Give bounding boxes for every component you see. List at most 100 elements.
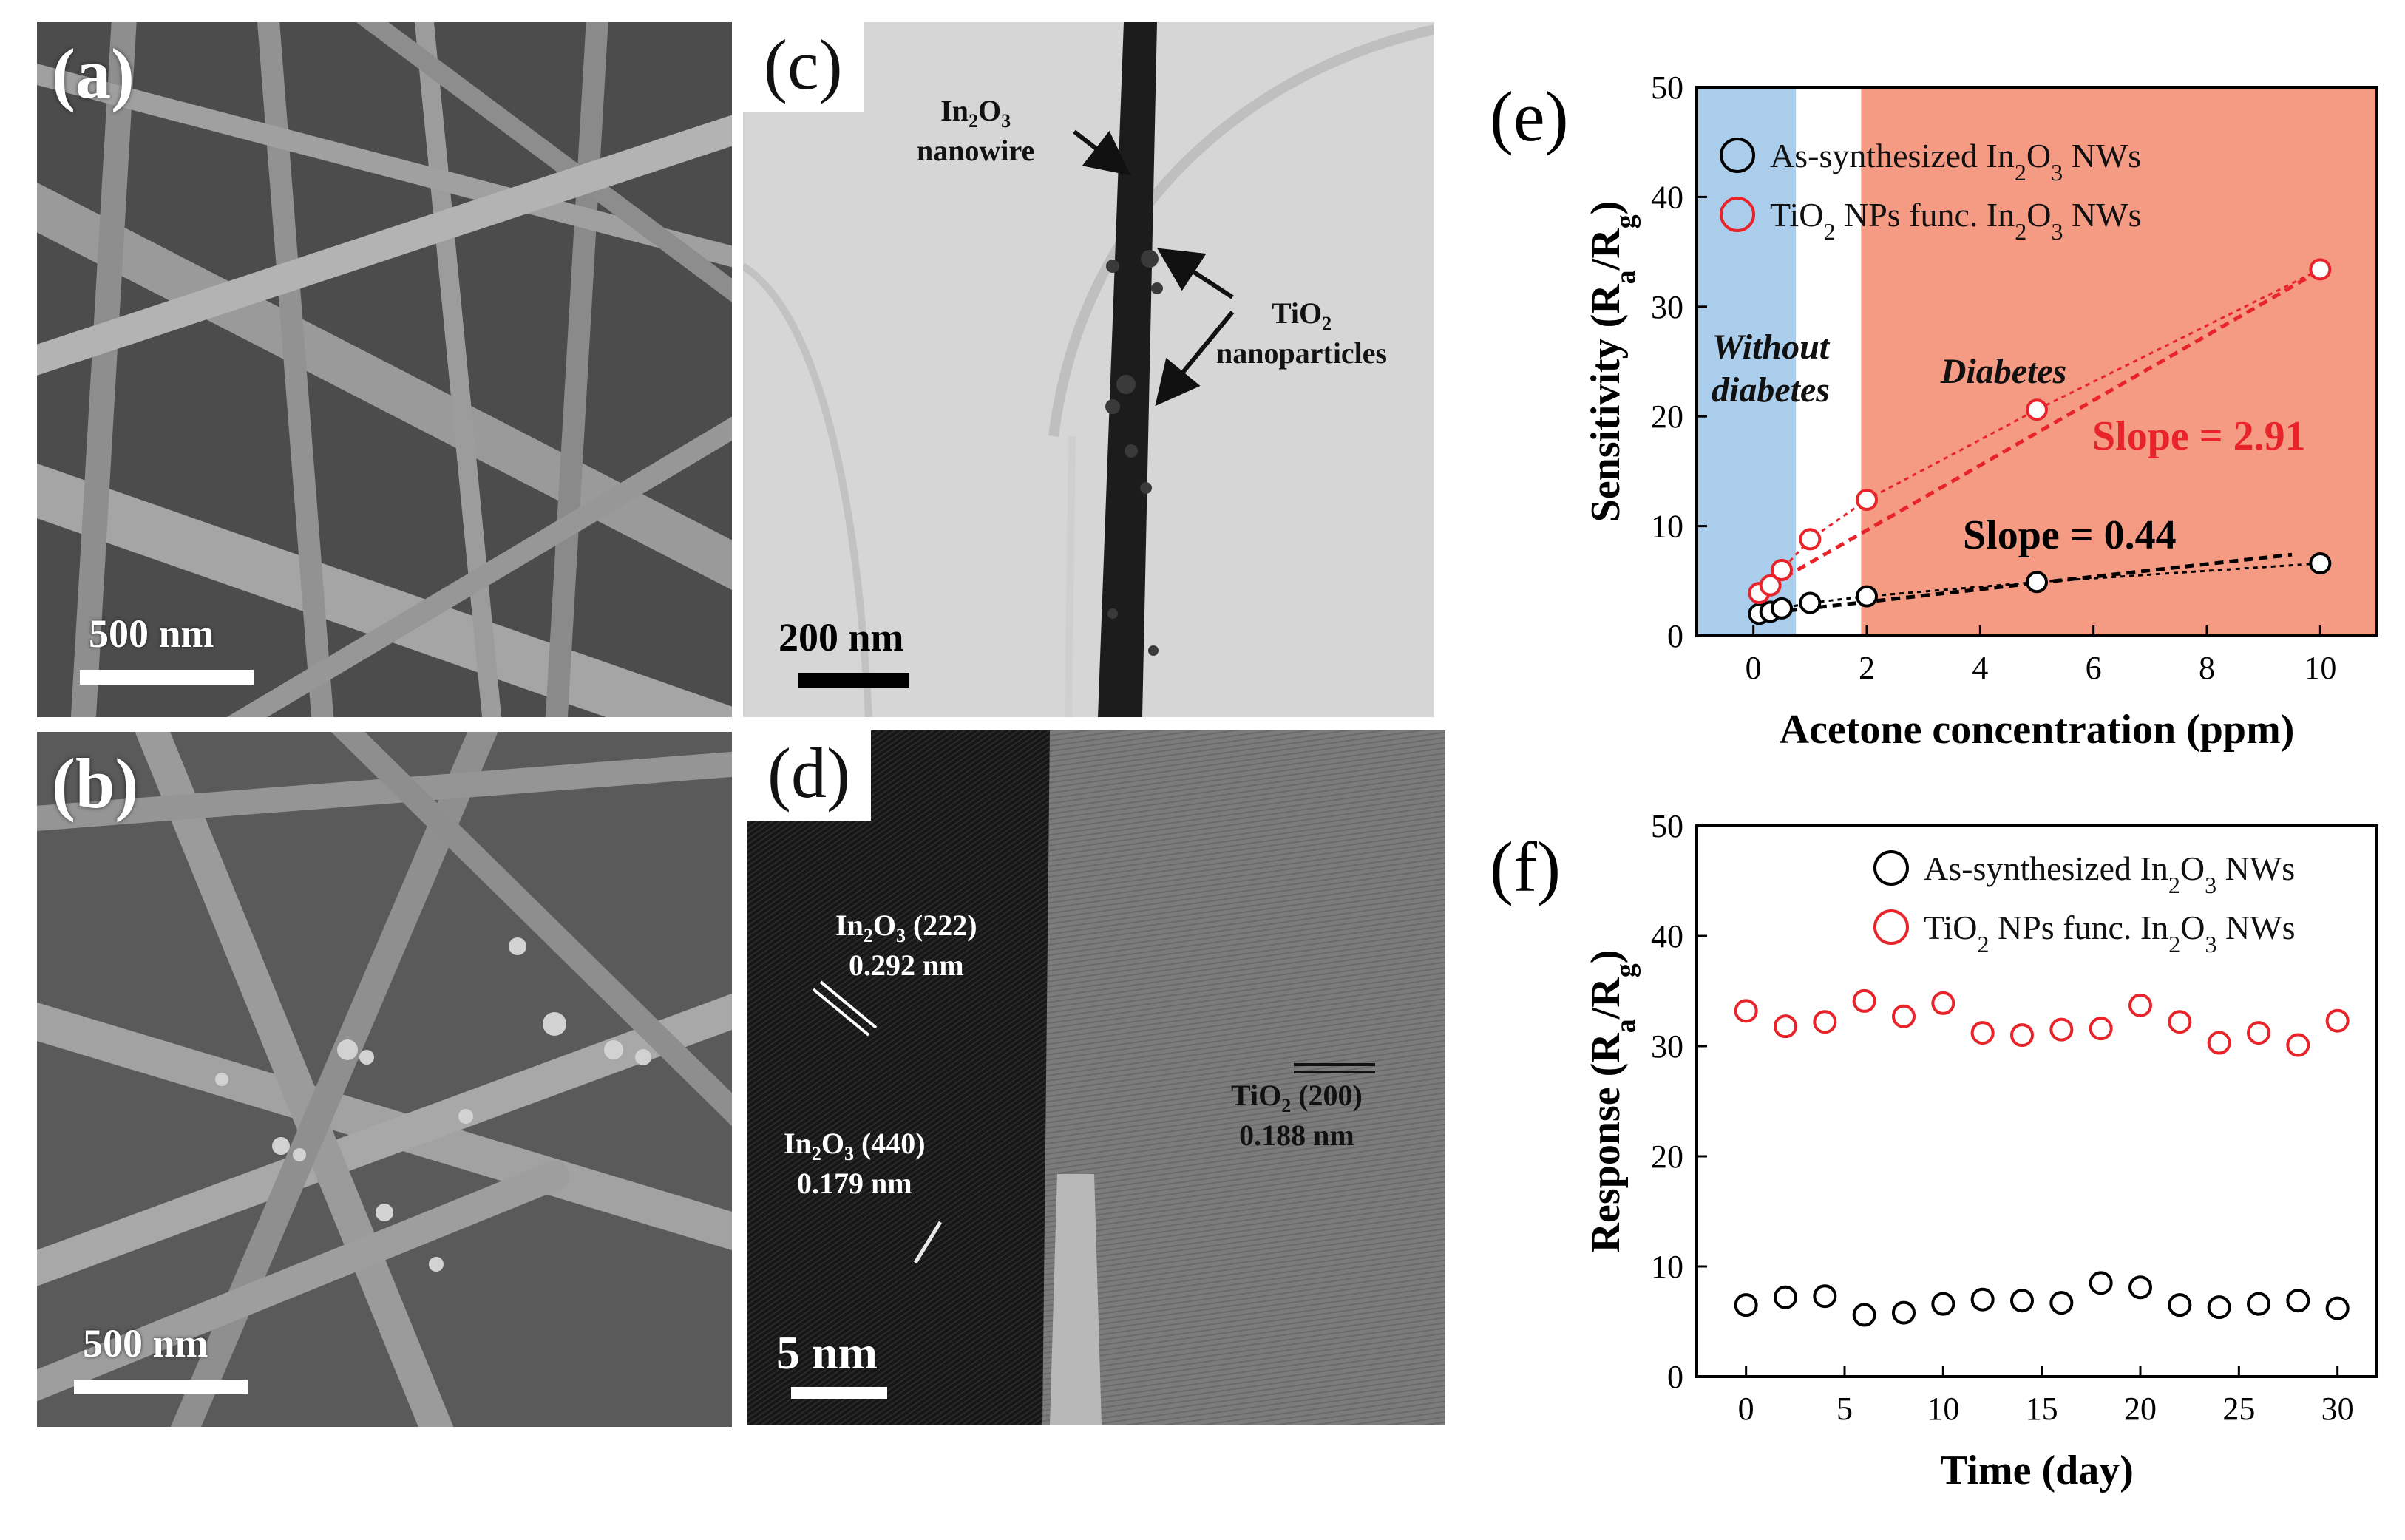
data-point-series-0 <box>2309 552 2332 575</box>
data-point-series-1 <box>1813 1010 1837 1034</box>
x-axis-label: Time (day) <box>1940 1448 2134 1493</box>
nanoparticles-label-line2: nanoparticles <box>1216 336 1388 370</box>
scale-text-a: 500 nm <box>89 611 214 656</box>
region-shade-0 <box>1697 87 1797 636</box>
region-label: diabetes <box>1712 370 1830 410</box>
series-connector-1 <box>1758 268 2321 594</box>
plot-frame <box>1695 824 2378 1378</box>
data-point-series-1 <box>1852 988 1876 1013</box>
data-point-series-1 <box>1970 1021 1995 1045</box>
data-point-series-0 <box>1892 1300 1916 1325</box>
data-point-series-1 <box>1771 558 1793 581</box>
plot-frame <box>1695 86 2378 637</box>
nanowire-label-line2: nanowire <box>917 133 1035 167</box>
data-point-series-0 <box>1734 1293 1758 1317</box>
x-axis-label: Acetone concentration (ppm) <box>1780 707 2295 753</box>
data-point-series-0 <box>1771 597 1793 620</box>
data-point-series-0 <box>2286 1289 2310 1313</box>
data-point-series-1 <box>1892 1004 1916 1028</box>
data-point-series-0 <box>2049 1291 2074 1315</box>
data-point-series-0 <box>1748 603 1771 625</box>
sem-image-panel-a: (a) 500 nm <box>37 22 732 717</box>
legend-label-0: As-synthesized In2O3 NWs <box>1770 137 2141 186</box>
data-point-series-0 <box>2168 1293 2192 1317</box>
data-point-series-1 <box>1931 991 1955 1015</box>
sem-image-a <box>37 22 732 717</box>
scale-text-c: 200 nm <box>779 615 904 659</box>
lattice-markers-d <box>812 980 1375 1264</box>
nanoparticle-arrow-upper <box>1156 248 1234 299</box>
data-point-series-0 <box>2128 1275 2152 1300</box>
data-point-series-0 <box>1799 591 1822 614</box>
in2o3-222-name: In2O3 (222) <box>835 909 977 946</box>
data-point-series-1 <box>2286 1033 2310 1057</box>
scale-bar-a <box>80 670 254 685</box>
x-tick-label: 25 <box>2222 1391 2255 1427</box>
nanowire-label-line1: In2O3 <box>940 94 1011 132</box>
legend-marker-1 <box>1720 197 1755 232</box>
y-axis-label: Response (Ra/Rg) <box>1583 950 1641 1253</box>
slope-label: Slope = 2.91 <box>2092 413 2306 459</box>
x-tick-label: 6 <box>2086 650 2102 686</box>
panel-label-f: (f) <box>1490 827 1561 906</box>
y-tick-label: 0 <box>1667 618 1683 654</box>
y-tick-label: 50 <box>1651 808 1683 844</box>
data-point-series-1 <box>1734 999 1758 1023</box>
tio2-200-spacing: 0.188 nm <box>1239 1118 1354 1152</box>
data-point-series-1 <box>2128 993 2152 1017</box>
tem-image-c <box>743 22 1434 717</box>
x-tick-label: 0 <box>1746 650 1762 686</box>
nanoparticles-annotation: TiO2 nanoparticles <box>1216 296 1387 370</box>
annotation-arrows-c <box>1073 129 1235 407</box>
fit-line-0 <box>1758 268 2321 594</box>
data-point-series-1 <box>1774 1014 1797 1039</box>
data-point-series-0 <box>1970 1287 1995 1312</box>
x-tick-label: 10 <box>2304 650 2336 686</box>
data-point-series-1 <box>1856 488 1878 511</box>
tem-image-panel-c: (c) In2O3 nanowire TiO2 nanoparticles 20… <box>743 22 1434 717</box>
series-connector-0 <box>1759 562 2321 615</box>
panel-label-e: (e) <box>1490 77 1569 156</box>
data-point-series-1 <box>1759 574 1782 597</box>
data-point-series-1 <box>2089 1017 2113 1041</box>
in2o3-440-name: In2O3 (440) <box>784 1127 926 1164</box>
data-point-series-0 <box>2207 1295 2231 1320</box>
data-point-series-0 <box>2325 1296 2350 1320</box>
data-point-series-0 <box>2010 1289 2034 1313</box>
y-axis-label: Sensitivity (Ra/Rg) <box>1583 201 1641 523</box>
scale-bar-b <box>74 1380 248 1394</box>
scale-text-b: 500 nm <box>83 1321 208 1366</box>
nanoparticles-label-line1: TiO2 <box>1271 296 1332 334</box>
y-tick-label: 40 <box>1651 179 1683 215</box>
hrtem-image-d <box>747 730 1445 1425</box>
data-point-series-1 <box>2010 1023 2034 1048</box>
x-tick-label: 10 <box>1927 1391 1959 1427</box>
data-point-series-0 <box>1813 1284 1837 1309</box>
nanowire-arrow <box>1073 129 1131 176</box>
in2o3-440-spacing: 0.179 nm <box>797 1166 912 1200</box>
data-point-series-1 <box>2309 258 2332 281</box>
data-point-series-1 <box>2325 1008 2350 1033</box>
sem-image-b <box>37 732 732 1427</box>
data-point-series-1 <box>2168 1010 2192 1034</box>
in2o3-440-annotation: In2O3 (440) 0.179 nm <box>784 1126 926 1201</box>
legend-marker-1 <box>1873 909 1909 945</box>
panel-label-a: (a) <box>52 34 135 113</box>
y-tick-label: 50 <box>1651 69 1683 106</box>
y-tick-label: 10 <box>1651 1249 1683 1285</box>
data-point-series-1 <box>2049 1017 2074 1042</box>
x-tick-label: 2 <box>1859 650 1875 686</box>
fit-line-1 <box>1759 552 2293 616</box>
y-tick-label: 10 <box>1651 509 1683 545</box>
y-tick-label: 40 <box>1651 918 1683 954</box>
data-point-series-1 <box>2207 1031 2231 1055</box>
region-label: Without <box>1712 328 1831 367</box>
scale-text-d: 5 nm <box>776 1326 878 1379</box>
tio2-200-name: TiO2 (200) <box>1231 1079 1363 1116</box>
x-tick-label: 30 <box>2321 1391 2354 1427</box>
data-point-series-0 <box>2026 571 2048 594</box>
scale-bar-c <box>798 673 909 688</box>
y-tick-label: 30 <box>1651 289 1683 325</box>
data-point-series-1 <box>2026 398 2048 421</box>
data-point-series-1 <box>2247 1021 2270 1045</box>
